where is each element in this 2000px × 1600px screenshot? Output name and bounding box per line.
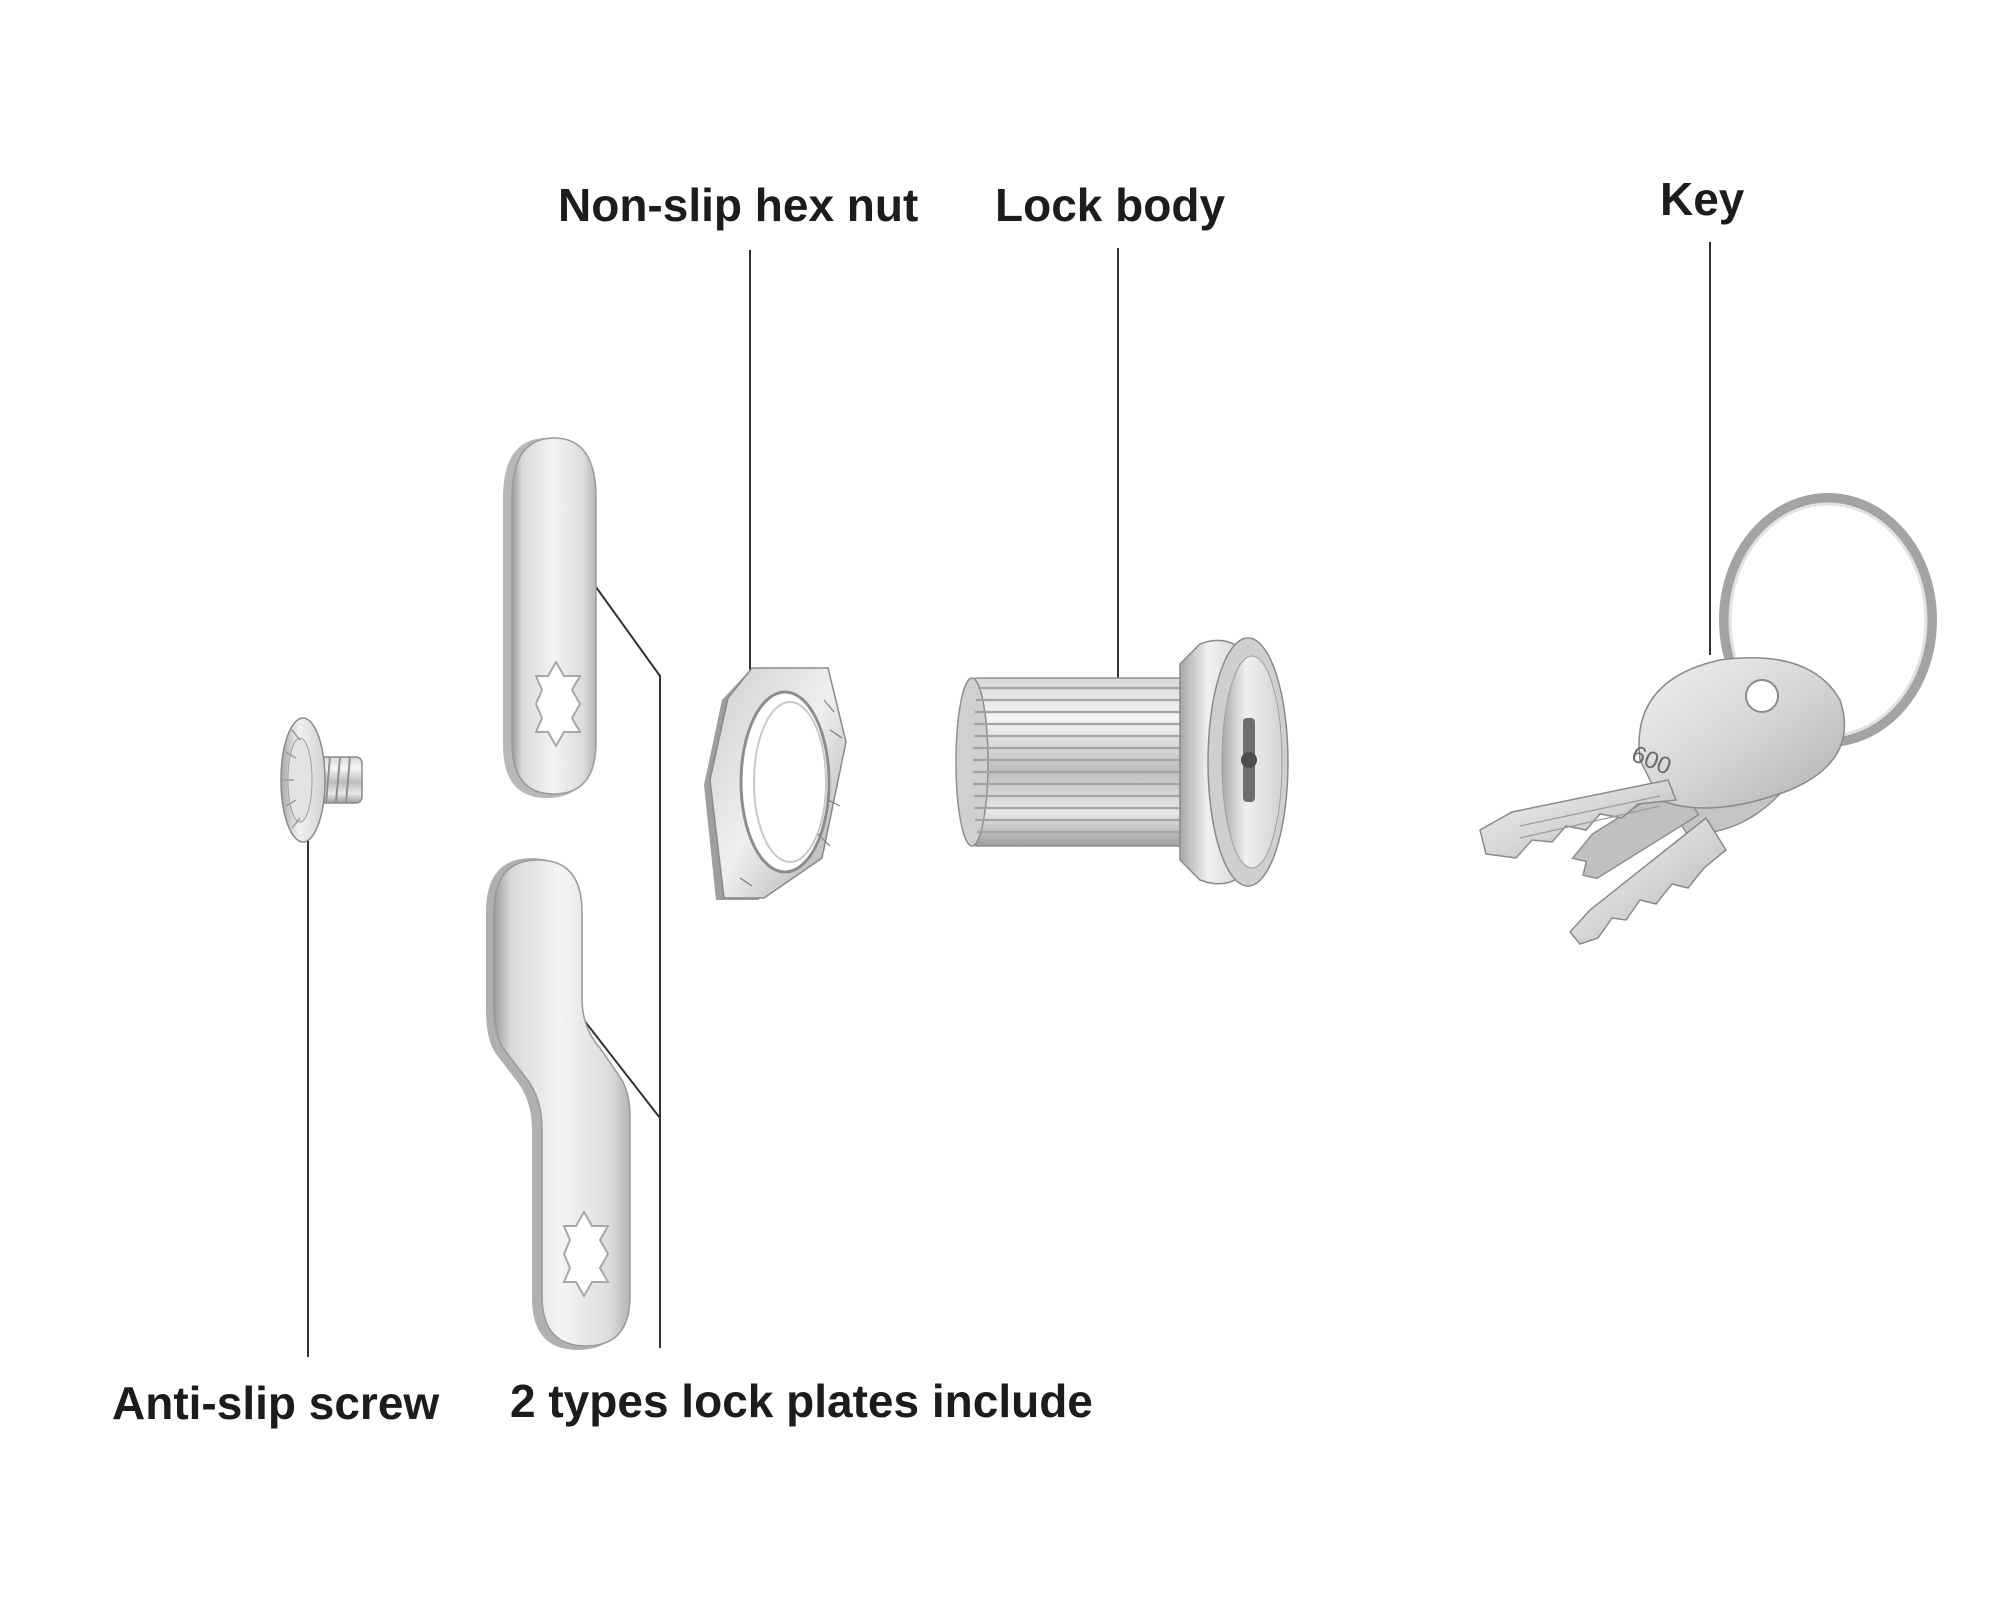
- offset-lock-plate-graphic: [486, 858, 631, 1350]
- label-key: Key: [1660, 173, 1745, 225]
- leader-lines: [307, 242, 1711, 1357]
- label-lock-body: Lock body: [995, 179, 1226, 231]
- label-hex-nut: Non-slip hex nut: [558, 179, 919, 231]
- anti-slip-screw-graphic: [280, 717, 363, 843]
- label-lock-plates: 2 types lock plates include: [510, 1375, 1093, 1427]
- label-screw: Anti-slip screw: [112, 1377, 440, 1429]
- lock-body-graphic: [955, 637, 1289, 887]
- leader-line-lock-plates: [544, 561, 661, 1348]
- hex-nut-graphic: [704, 667, 847, 900]
- keys-graphic: 600: [1479, 493, 1937, 945]
- straight-lock-plate-graphic: [503, 437, 597, 798]
